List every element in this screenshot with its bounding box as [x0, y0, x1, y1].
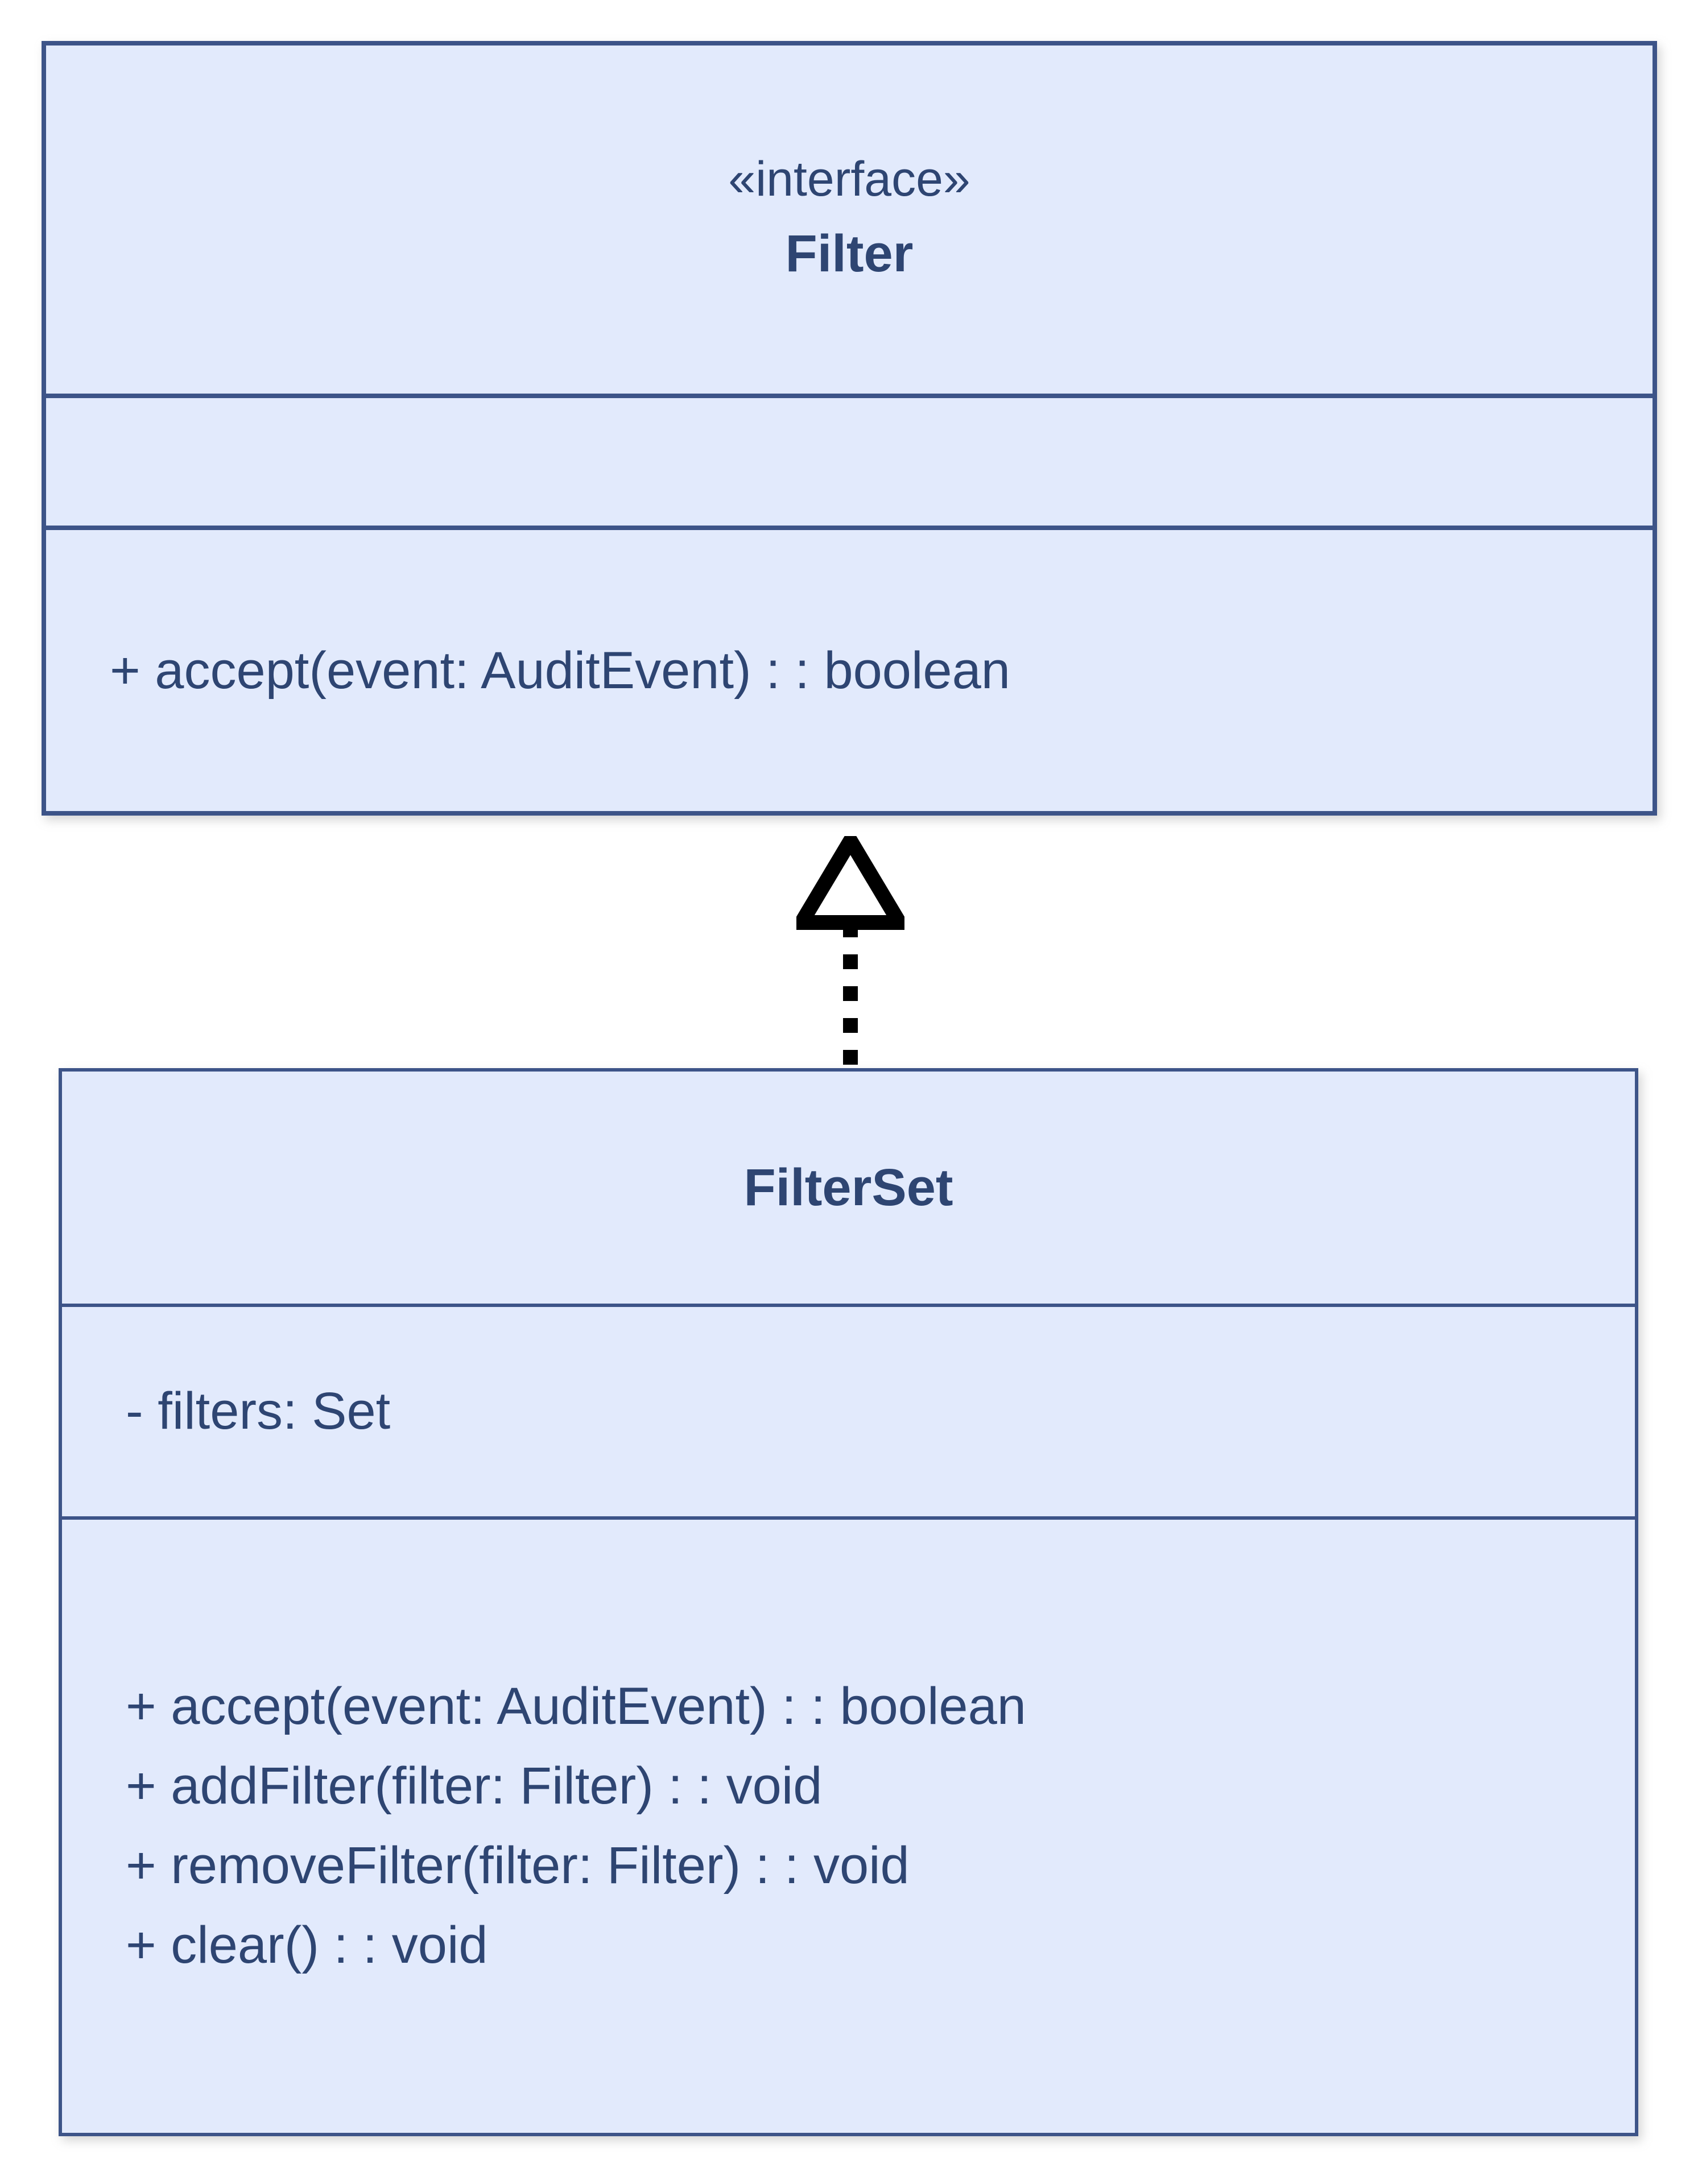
operation-item: + clear() : : void	[126, 1916, 488, 1974]
attributes-compartment-filter	[46, 398, 1653, 530]
hollow-triangle-arrowhead	[788, 826, 912, 930]
operation-item: + accept(event: AuditEvent) : : boolean	[110, 641, 1010, 700]
attributes-compartment-filterset: - filters: Set	[62, 1307, 1635, 1520]
operation-item: + removeFilter(filter: Filter) : : void	[126, 1836, 910, 1895]
operations-compartment-filterset: + accept(event: AuditEvent) : : boolean …	[62, 1520, 1635, 2133]
class-box-filterset[interactable]: FilterSet - filters: Set + accept(event:…	[59, 1068, 1638, 2136]
class-name-filter: Filter	[785, 225, 914, 283]
class-header-filter: «interface» Filter	[46, 46, 1653, 398]
realization-connector	[788, 826, 912, 1069]
class-stereotype: «interface»	[728, 151, 970, 206]
operation-item: + accept(event: AuditEvent) : : boolean	[126, 1677, 1026, 1736]
class-header-filterset: FilterSet	[62, 1072, 1635, 1307]
operations-compartment-filter: + accept(event: AuditEvent) : : boolean	[46, 530, 1653, 811]
operation-item: + addFilter(filter: Filter) : : void	[126, 1757, 823, 1815]
class-name-filterset: FilterSet	[743, 1158, 953, 1217]
class-box-filter[interactable]: «interface» Filter + accept(event: Audit…	[42, 41, 1657, 816]
attribute-item: - filters: Set	[126, 1382, 391, 1441]
